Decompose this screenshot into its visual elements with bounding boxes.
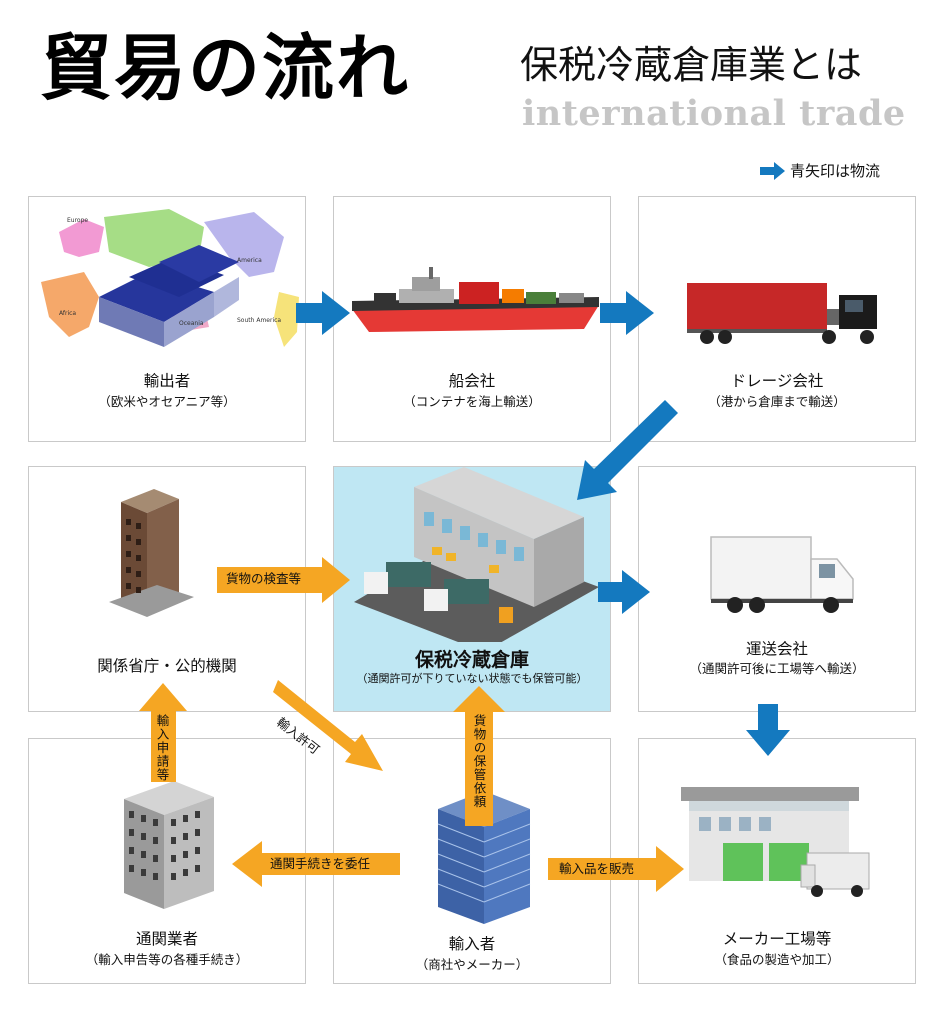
exporter-sub: （欧米やオセアニア等） [98,394,236,409]
node-drayage: ドレージ会社 （港から倉庫まで輸送） [638,196,916,442]
broker-sub: （輸入申告等の各種手続き） [85,952,249,967]
warehouse-sub: （通関許可が下りていない状態でも保管可能） [356,672,588,685]
factory-icon [681,787,870,897]
factory-sub: （食品の製造や加工） [714,952,840,967]
shipping-sub: （コンテナを海上輸送） [403,394,541,409]
drayage-sub: （港から倉庫まで輸送） [708,394,846,409]
shipping-label: 船会社 [448,372,496,390]
exporter-label: 輸出者 [143,372,191,390]
node-transport: 運送会社 （通関許可後に工場等へ輸送） [638,466,916,712]
government-building-icon [109,489,194,617]
legend-text: 青矢印は物流 [790,162,881,180]
delivery-truck-icon [710,536,854,613]
svg-text:America: America [237,257,262,264]
flow-sell-label: 輸入品を販売 [559,861,635,876]
yellow-arrow-sell [548,846,684,892]
svg-text:Europe: Europe [67,217,88,224]
page-subtitle: 保税冷蔵倉庫業とは [520,43,863,87]
broker-label: 通関業者 [135,930,198,948]
yellow-arrow-delegate [232,841,400,887]
importer-sub: （商社やメーカー） [415,957,529,972]
svg-text:Oceania: Oceania [179,320,204,327]
flow-storage-request-label: 貨物の保管依頼 [471,714,487,809]
blue-arrow-exporter-to-ship [296,291,350,335]
blue-arrow-legend-icon [760,162,785,180]
yellow-arrow-storage-request [453,686,505,826]
blue-arrow-truck-to-warehouse [577,400,678,500]
transport-sub: （通関許可後に工場等へ輸送） [689,661,865,676]
world-map-warehouse-icon: Europe Africa America South America Ocea… [41,209,299,347]
flow-application-label: 輸入申請等 [154,714,170,782]
importer-label: 輸入者 [448,935,496,953]
flow-delegate-label: 通関手続きを委任 [270,856,371,871]
blue-arrow-transport-to-factory [746,704,790,756]
transport-label: 運送会社 [745,640,808,658]
node-warehouse: 保税冷蔵倉庫 （通関許可が下りていない状態でも保管可能） [333,466,611,712]
container-truck-icon [687,283,877,344]
bonded-warehouse-icon [354,467,599,642]
yellow-arrow-permit [273,680,383,771]
node-shipping: 船会社 （コンテナを海上輸送） [333,196,611,442]
svg-text:Africa: Africa [59,310,76,317]
page-subtitle-english: international trade [522,93,906,134]
blue-arrow-warehouse-to-transport [598,570,650,614]
container-ship-icon [352,267,599,332]
yellow-arrow-inspection [217,557,350,603]
factory-label: メーカー工場等 [722,930,832,948]
svg-text:South America: South America [237,317,281,324]
office-building-icon [124,781,214,909]
warehouse-label: 保税冷蔵倉庫 [414,649,529,671]
page-title: 貿易の流れ [40,26,411,110]
node-exporter: Europe Africa America South America Ocea… [28,196,306,442]
node-importer: 輸入者 （商社やメーカー） [333,738,611,984]
blue-arrow-ship-to-truck [600,291,654,335]
drayage-label: ドレージ会社 [730,372,824,390]
yellow-arrow-application [139,683,187,782]
ministry-label: 関係省庁・公的機関 [97,657,237,675]
node-factory: メーカー工場等 （食品の製造や加工） [638,738,916,984]
flow-inspection-label: 貨物の検査等 [226,571,302,586]
